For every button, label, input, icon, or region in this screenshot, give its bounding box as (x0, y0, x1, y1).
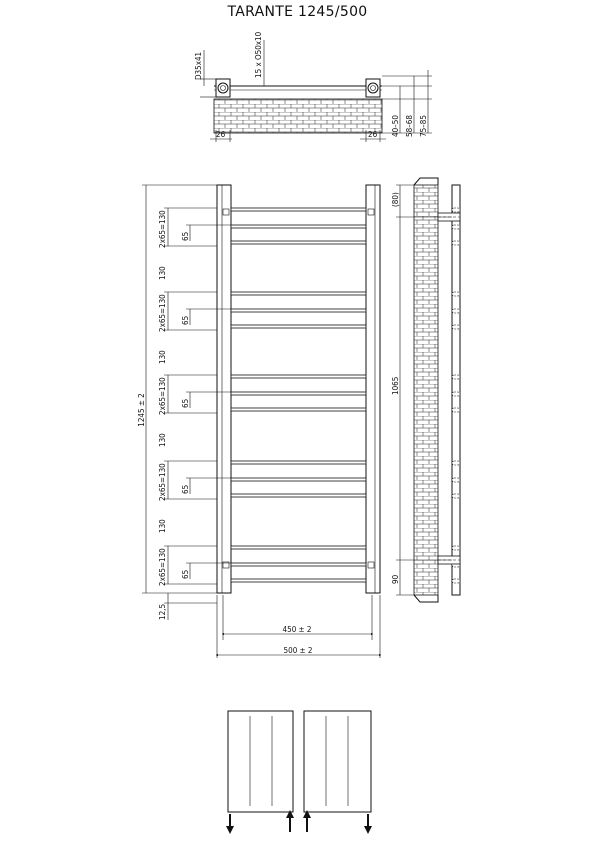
top-view (200, 40, 432, 142)
heating-tube (230, 291, 367, 296)
tube-section (451, 493, 461, 499)
gap-label: 130 (158, 350, 167, 364)
inner-width-label: 450 ± 2 (283, 625, 312, 634)
tube-section (451, 224, 461, 230)
side-view (396, 177, 461, 603)
left-collector (216, 184, 232, 594)
heating-tube (230, 460, 367, 465)
wall-section (213, 98, 383, 134)
heating-tube (230, 374, 367, 379)
depth-label-2: 58–68 (405, 115, 414, 137)
tube-pitch-label: 65 (181, 399, 190, 408)
gap-label: 130 (158, 519, 167, 533)
left-width-label: 26 (216, 130, 226, 139)
heating-tube (230, 407, 367, 412)
group-pitch-label: 2x65=130 (158, 377, 167, 415)
group-pitch-label: 2x65=130 (158, 548, 167, 586)
heating-tube (230, 240, 367, 245)
heating-tube (230, 562, 367, 567)
tube-section (451, 460, 461, 466)
bottom-side-label: 90 (391, 574, 400, 584)
heating-tube (230, 477, 367, 482)
heating-tube (230, 308, 367, 313)
wall-elevation (413, 184, 439, 596)
right-collector (365, 184, 381, 594)
heating-tube (230, 391, 367, 396)
heating-tube (230, 324, 367, 329)
front-view (142, 184, 382, 658)
collector-size-label: D35x41 (194, 52, 203, 80)
right-width-label: 26 (368, 130, 378, 139)
flow-arrows (226, 810, 372, 834)
height-label: 1245 ± 2 (137, 393, 146, 427)
tube-pitch-label: 65 (181, 570, 190, 579)
heating-tube (230, 224, 367, 229)
pitch-labels: 2x65=130 65 130 2x65=130 65 130 2x65=130 65 130 2… (158, 210, 190, 586)
drawing-title: TARANTE 1245/500 (227, 4, 368, 20)
connection-scheme-right (303, 710, 372, 813)
tube-pitch-label: 65 (181, 485, 190, 494)
depth-label-1: 40–50 (391, 115, 400, 137)
tube-section (451, 324, 461, 330)
bracket-span-label: 1065 (391, 377, 400, 395)
outer-width-label: 500 ± 2 (284, 646, 313, 655)
heating-tube (230, 493, 367, 498)
left-collector-plan (215, 78, 231, 98)
group-pitch-label: 2x65=130 (158, 210, 167, 248)
gap-label: 130 (158, 433, 167, 447)
side-collector (451, 184, 461, 596)
tube-section (451, 291, 461, 297)
heating-tube (230, 545, 367, 550)
tube-section (451, 407, 461, 413)
tube-pitch-dimensions (164, 207, 231, 585)
heating-tube (230, 207, 367, 212)
tube-section (451, 545, 461, 551)
pipes-spec-label: 15 x O50x10 (254, 31, 263, 78)
tube-section (451, 391, 461, 397)
connection-scheme-left (227, 710, 294, 813)
tube-section (451, 308, 461, 314)
top-offset-label: (80) (391, 192, 400, 207)
right-collector-plan (365, 78, 381, 98)
heating-tubes (230, 207, 367, 583)
tube-section (451, 240, 461, 246)
depth-label-3: 75–85 (419, 115, 428, 137)
group-pitch-label: 2x65=130 (158, 294, 167, 332)
tube-pitch-label: 65 (181, 316, 190, 325)
tube-section (451, 477, 461, 483)
gap-label: 130 (158, 266, 167, 280)
tube-section (451, 207, 461, 213)
tube-pitch-label: 65 (181, 232, 190, 241)
group-pitch-label: 2x65=130 (158, 463, 167, 501)
tube-section (451, 374, 461, 380)
heating-tube (230, 578, 367, 583)
tube-section (451, 578, 461, 584)
bottom-offset-label: 12,5 (158, 604, 167, 620)
